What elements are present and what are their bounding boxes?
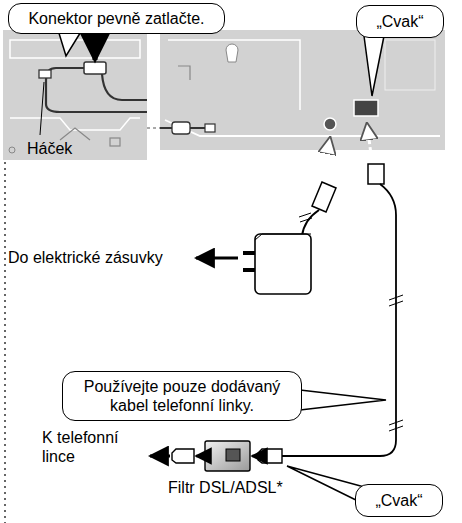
callout-box: Konektor pevně zatlačte. [8,3,225,34]
note-label: Do elektrické zásuvky [8,248,163,267]
callout-tail [300,390,386,410]
note-label: K telefonní lince [42,428,142,466]
hook [39,70,51,78]
dsl-filter [196,455,205,458]
line-cable [389,420,403,425]
base-unit [160,30,445,150]
power-plug [299,182,336,236]
callout-text: Konektor pevně zatlačte. [27,9,206,28]
insert-arrows [322,124,372,180]
base-unit [160,30,445,150]
cable [102,74,147,100]
line-cable [368,164,384,184]
ferrite-cable [160,122,215,134]
ac-adapter [255,234,311,240]
line-cable [258,449,282,463]
callout-box: Používejte pouze dodávaný kabel telefonn… [62,371,302,421]
base-unit [165,120,440,136]
sockets [324,118,336,130]
detail-panel [3,30,147,160]
ferrite-cable [205,124,215,132]
label-text: Háček [27,140,72,157]
zoom-line [4,162,5,523]
base-unit [226,44,238,62]
line-cable [389,426,403,431]
cable [46,62,147,112]
sockets [354,100,378,116]
dsl-filter [150,455,170,458]
leader-line [40,82,44,135]
insert-arrows [367,124,372,162]
zoom-line [147,128,160,129]
ac-adapter [243,251,255,255]
cable [84,62,106,74]
power-plug [300,218,312,222]
detail-panel [60,128,90,140]
ac-adapter [243,268,255,272]
ac-adapter [243,234,311,294]
push-arrow [93,38,98,60]
dsl-filter [226,449,240,461]
outlet-arrow [196,258,238,259]
base-unit [168,40,300,110]
callout-text: Používejte pouze dodávaný kabel telefonn… [71,377,293,415]
callout-text: „Cvak“ [371,12,429,31]
outlet-arrow [196,257,238,260]
power-plug [302,210,319,236]
detail-panel [110,138,120,146]
dsl-filter [172,449,194,463]
callout-box: „Cvak“ [355,484,443,517]
power-plug [312,182,336,212]
label-text: K telefonní lince [42,429,119,465]
callout-box: „Cvak“ [356,5,444,38]
leader-line [40,82,44,135]
label-text: Filtr DSL/ADSL* [168,479,283,496]
part-label: Filtr DSL/ADSL* [168,478,283,497]
line-cable [389,295,403,300]
ferrite-cable [172,122,190,134]
insert-arrows [322,138,330,180]
detail-panel [3,30,147,160]
callout-tail [364,36,384,96]
sockets [324,100,378,130]
callout-text: „Cvak“ [370,491,428,510]
detail-panel [9,147,15,153]
part-label: Háček [27,139,72,158]
hook [39,70,51,78]
zoom-line [5,128,160,523]
power-plug [299,213,311,217]
ac-adapter [255,234,311,294]
line-cable [389,301,403,306]
base-unit [385,40,435,90]
push-arrow [95,38,96,60]
dsl-filter [205,441,250,471]
dsl-filter [150,441,250,471]
line-cable [252,455,257,458]
label-text: Do elektrické zásuvky [8,249,163,266]
base-unit [178,66,190,80]
